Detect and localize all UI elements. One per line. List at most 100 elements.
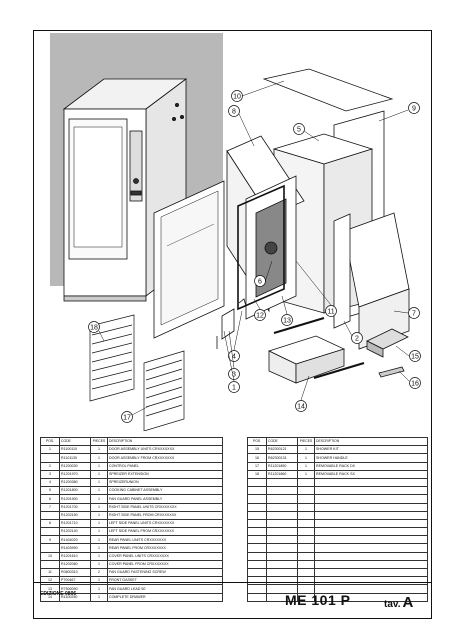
cell-pieces [297, 576, 315, 586]
cell-description: DOOR ASSEMBLY FROM CRXXXXXXX [107, 453, 223, 463]
cell-pos [247, 535, 267, 545]
callout-label-6: 6 [258, 279, 262, 286]
cell-description: RIGHT SIDE PANEL FROM CRXXXXXXX [107, 510, 223, 520]
part-callouts: 1 2 3 4 5 6 7 8 9 10 11 12 13 14 15 16 1… [88, 90, 421, 423]
cell-description [314, 567, 428, 578]
cell-description: FAN GUARD FASTENING SCREW [107, 567, 223, 578]
cell-code: R1201800 [59, 486, 91, 496]
callout-11: 11 [325, 305, 337, 317]
callout-12: 12 [254, 309, 266, 321]
cell-pieces: 2 [90, 567, 108, 578]
table-row [247, 551, 428, 561]
front-gasket [237, 184, 285, 311]
col-header-description: DESCRIPTION [107, 436, 223, 447]
cell-description: CONTROL PANEL [107, 461, 223, 471]
cell-pieces: 1 [90, 453, 108, 463]
cell-description [314, 527, 428, 537]
callout-label-3: 3 [232, 372, 236, 379]
cell-description: RIGHT SIDE PANEL UNITS CRXXXXXXX [107, 502, 223, 512]
door-assembly [153, 180, 225, 339]
callout-14: 14 [295, 400, 307, 412]
table-row [247, 535, 428, 545]
shower-handle [378, 366, 405, 378]
control-panel [333, 213, 351, 329]
cell-pos [247, 592, 267, 602]
cell-code: R1201900 [59, 494, 91, 504]
callout-3: 3 [228, 368, 240, 380]
callout-10: 10 [231, 90, 243, 102]
table-row [247, 592, 428, 602]
cell-code [266, 518, 298, 529]
cell-pieces: 1 [90, 510, 108, 520]
table-header-row: POS. CODE PIECES DESCRIPTION [40, 436, 223, 447]
cell-code: R1100110 [59, 445, 91, 455]
cell-description [314, 535, 428, 545]
col-header-code: CODE [59, 436, 91, 447]
cell-pieces: 1 [90, 461, 108, 471]
cell-pieces: 1 [90, 494, 108, 504]
cell-description [314, 576, 428, 586]
cell-pos [40, 559, 60, 570]
callout-8: 8 [228, 105, 240, 117]
leader-lines [98, 80, 410, 416]
cell-description: SHOWER HANDLE [314, 453, 428, 463]
table-row [247, 543, 428, 553]
callout-label-9: 9 [412, 106, 416, 113]
callout-5: 5 [293, 123, 305, 135]
cell-code: R1404020 [59, 535, 91, 545]
cell-code [266, 510, 298, 520]
cell-code: R1202140 [59, 527, 91, 537]
cell-code: R1201710 [59, 518, 91, 529]
callout-label-16: 16 [411, 381, 419, 388]
cell-pos [40, 510, 60, 520]
cell-pos: 15 [247, 445, 267, 455]
cell-pieces [297, 551, 315, 561]
cell-pos [247, 584, 267, 594]
cell-code [266, 494, 298, 504]
cell-code: R1202060 [59, 559, 91, 570]
cell-description: SHOWER KIT [314, 445, 428, 455]
cell-description [314, 486, 428, 496]
cell-pos [247, 551, 267, 561]
cell-code [266, 502, 298, 512]
callout-17: 17 [121, 411, 133, 423]
cell-pieces [297, 477, 315, 488]
cell-pos: 17 [247, 461, 267, 471]
cell-code: R1403990 [59, 543, 91, 553]
table-row [247, 559, 428, 570]
cell-description: FRONT GASKET [107, 576, 223, 586]
table-row [247, 477, 428, 488]
cell-description: DOOR ASSEMBLY UNITS CRXXXXXXX [107, 445, 223, 455]
cell-code: R0800310 [59, 567, 91, 578]
cell-code [266, 567, 298, 578]
cell-pieces [297, 502, 315, 512]
cell-pieces: 1 [90, 576, 108, 586]
table-row [247, 510, 428, 520]
cell-code [266, 543, 298, 553]
cell-pieces: 1 [90, 592, 108, 602]
cell-pieces: 1 [90, 445, 108, 455]
right-side-panel [343, 212, 410, 350]
cell-description: LEFT SIDE PANEL UNITS CRXXXXXXX [107, 518, 223, 529]
cell-code [266, 559, 298, 570]
cell-pieces: 1 [90, 469, 108, 479]
table-row [247, 502, 428, 512]
table-row [247, 567, 428, 578]
cell-pieces: 1 [90, 527, 108, 537]
cell-pieces [297, 518, 315, 529]
cell-code: R1200380 [59, 477, 91, 488]
callout-label-4: 4 [232, 354, 236, 361]
cell-pos: 5 [40, 486, 60, 496]
cell-code: P700467 [59, 576, 91, 586]
